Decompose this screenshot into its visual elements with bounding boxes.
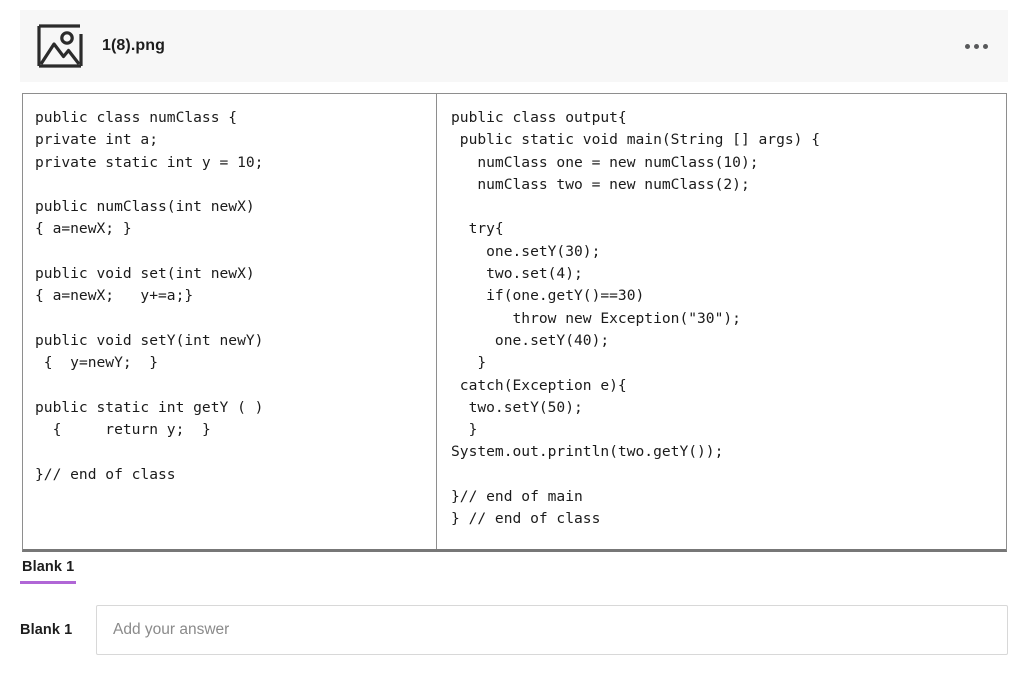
answer-input[interactable] — [96, 605, 1008, 655]
tab-blank-1[interactable]: Blank 1 — [20, 559, 77, 584]
answer-row: Blank 1 — [20, 605, 1008, 655]
code-cell-left: public class numClass { private int a; p… — [23, 94, 437, 549]
attachment-header: 1(8).png — [20, 10, 1008, 82]
code-block-output: public class output{ public static void … — [451, 109, 821, 528]
code-block-numclass: public class numClass { private int a; p… — [35, 109, 264, 483]
answer-label: Blank 1 — [20, 622, 73, 638]
more-options-icon[interactable] — [963, 38, 990, 55]
code-cell-right: public class output{ public static void … — [437, 94, 1006, 549]
more-dot — [983, 43, 988, 49]
image-icon — [34, 22, 86, 70]
more-dot — [965, 43, 970, 49]
attachment-filename: 1(8).png — [102, 37, 166, 54]
code-comparison-table: public class numClass { private int a; p… — [22, 93, 1007, 552]
more-dot — [974, 43, 979, 49]
blank-tabs: Blank 1 — [20, 559, 77, 584]
attachment-identity: 1(8).png — [34, 22, 963, 70]
